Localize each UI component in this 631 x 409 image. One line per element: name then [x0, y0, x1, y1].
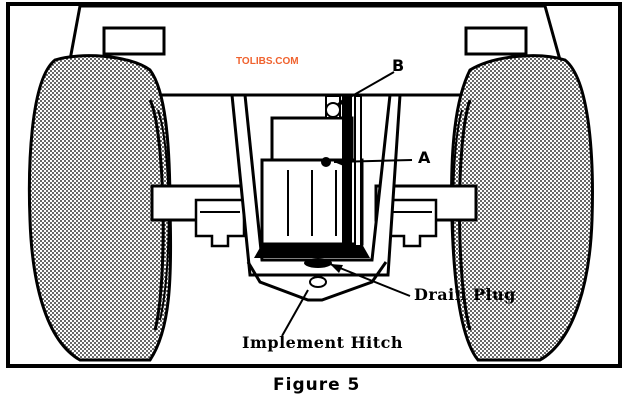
transaxle-housing [230, 93, 402, 277]
callout-lines [281, 71, 413, 337]
watermark-text: TOLIBS.COM [236, 56, 299, 67]
left-rear-tire [27, 54, 173, 362]
figure-caption: Figure 5 [273, 375, 361, 395]
callout-implement-hitch [281, 289, 309, 337]
label-a: A [418, 148, 431, 167]
label-b: B [392, 56, 405, 75]
label-implement-hitch: Implement Hitch [242, 333, 404, 352]
figure-border [6, 2, 622, 368]
shift-rod [342, 96, 352, 246]
fill-plug-a [321, 157, 331, 167]
callout-a [333, 159, 413, 163]
left-tail-light [102, 26, 166, 56]
callout-drain-plug [329, 263, 411, 297]
drain-plug [304, 258, 332, 268]
implement-hitch-plate [246, 258, 388, 302]
rear-fender [68, 4, 562, 97]
callout-b [337, 71, 395, 105]
label-drain-plug: Drain Plug [414, 285, 516, 304]
right-tail-light [464, 26, 528, 56]
